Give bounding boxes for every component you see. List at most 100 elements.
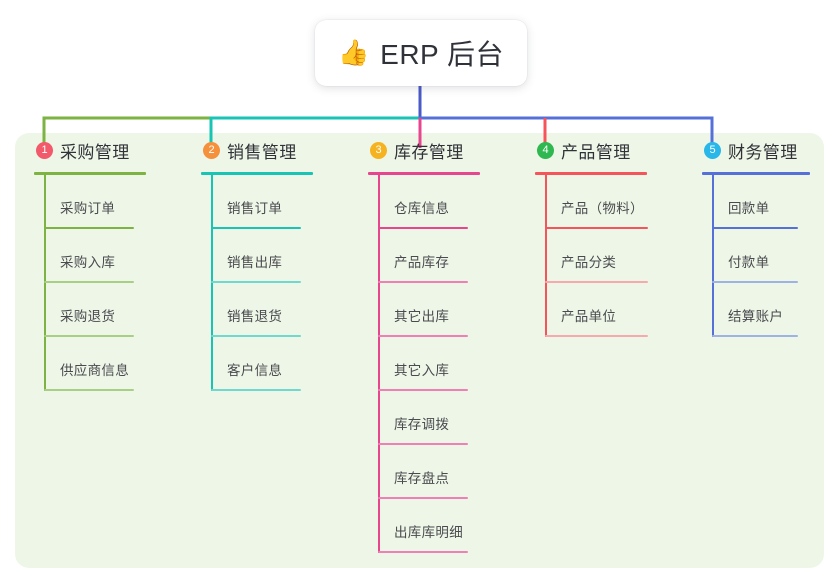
branch-header-underline — [702, 172, 810, 175]
branch-item[interactable]: 客户信息 — [201, 337, 313, 391]
branch-item-underline — [545, 227, 648, 229]
branch-header-1[interactable]: 1 采购管理 — [34, 133, 146, 167]
branch-item-stem — [378, 337, 380, 391]
branch-item[interactable]: 库存盘点 — [368, 445, 480, 499]
branch-item-label: 出库库明细 — [394, 525, 463, 540]
branch-item[interactable]: 销售订单 — [201, 175, 313, 229]
branch-item-underline — [44, 281, 134, 283]
branch-item-list: 产品（物料） 产品分类产品单位 — [535, 175, 648, 337]
root-node-inner: 👍 ERP 后台 — [338, 33, 504, 73]
branch-item[interactable]: 回款单 — [702, 175, 810, 229]
branch-item[interactable]: 其它入库 — [368, 337, 480, 391]
branch-title: 销售管理 — [227, 142, 297, 162]
branch-item[interactable]: 产品（物料） — [535, 175, 648, 229]
branch-title: 产品管理 — [561, 142, 631, 162]
branch-item-label: 其它出库 — [394, 309, 450, 324]
branch-item-label: 付款单 — [728, 255, 770, 270]
branch-item-stem — [211, 229, 213, 283]
branch-item-stem — [44, 283, 46, 337]
branch-item-stem — [378, 229, 380, 283]
root-node-card[interactable]: 👍 ERP 后台 — [315, 20, 527, 86]
branch-item-label: 销售退货 — [227, 309, 283, 324]
branch-item[interactable]: 库存调拨 — [368, 391, 480, 445]
branch-title: 采购管理 — [60, 142, 130, 162]
branch-column-5: 5 财务管理回款单付款单结算账户 — [702, 133, 810, 337]
branch-item-label: 产品单位 — [561, 309, 617, 324]
branch-item-underline — [378, 389, 468, 391]
branch-item-underline — [378, 443, 468, 445]
branch-item[interactable]: 采购订单 — [34, 175, 146, 229]
branch-item-stem — [712, 175, 714, 229]
branch-item-label: 仓库信息 — [394, 201, 450, 216]
branch-item[interactable]: 采购退货 — [34, 283, 146, 337]
branch-item[interactable]: 采购入库 — [34, 229, 146, 283]
branch-item[interactable]: 其它出库 — [368, 283, 480, 337]
branch-item-label: 回款单 — [728, 201, 770, 216]
branch-item-label: 客户信息 — [227, 363, 283, 378]
branch-item-list: 仓库信息产品库存其它出库其它入库库存调拨库存盘点出库库明细 — [368, 175, 480, 553]
branch-item-stem — [44, 229, 46, 283]
branch-title: 财务管理 — [728, 142, 798, 162]
branch-item-label: 销售订单 — [227, 201, 283, 216]
branch-number-badge: 3 — [370, 141, 387, 159]
branch-item[interactable]: 销售退货 — [201, 283, 313, 337]
branch-item-stem — [211, 283, 213, 337]
branch-item-label: 供应商信息 — [60, 363, 129, 378]
branch-item-underline — [44, 227, 134, 229]
branch-item-stem — [712, 283, 714, 337]
branch-item-underline — [211, 281, 301, 283]
branch-item-stem — [378, 499, 380, 553]
thumbs-up-icon: 👍 — [338, 39, 370, 67]
branch-item-label: 销售出库 — [227, 255, 283, 270]
branch-item-label: 产品库存 — [394, 255, 450, 270]
branch-item-underline — [712, 335, 798, 337]
branch-item[interactable]: 产品分类 — [535, 229, 648, 283]
branch-item-underline — [44, 389, 134, 391]
branch-item-stem — [378, 445, 380, 499]
branch-item-label: 库存调拨 — [394, 417, 450, 432]
branch-item-stem — [378, 391, 380, 445]
branch-item-underline — [378, 227, 468, 229]
branch-column-1: 1 采购管理采购订单采购入库采购退货供应商信息 — [34, 133, 146, 391]
branch-item-underline — [378, 335, 468, 337]
branch-number-badge: 5 — [704, 141, 721, 159]
branch-item-stem — [545, 229, 547, 283]
branch-item-label: 结算账户 — [728, 309, 784, 324]
branch-item-underline — [378, 497, 468, 499]
branch-item-stem — [545, 283, 547, 337]
branch-item[interactable]: 供应商信息 — [34, 337, 146, 391]
branch-item[interactable]: 产品单位 — [535, 283, 648, 337]
branch-header-underline — [201, 172, 313, 175]
branch-header-5[interactable]: 5 财务管理 — [702, 133, 810, 167]
branch-item-underline — [712, 227, 798, 229]
branch-item[interactable]: 付款单 — [702, 229, 810, 283]
branch-item-underline — [545, 335, 648, 337]
branch-item[interactable]: 产品库存 — [368, 229, 480, 283]
branch-item-underline — [211, 335, 301, 337]
branch-item[interactable]: 仓库信息 — [368, 175, 480, 229]
branch-item-label: 其它入库 — [394, 363, 450, 378]
branch-item-underline — [44, 335, 134, 337]
branch-number-badge: 1 — [36, 141, 53, 159]
branch-item-underline — [712, 281, 798, 283]
branch-item-label: 产品（物料） — [561, 201, 644, 216]
branch-item[interactable]: 结算账户 — [702, 283, 810, 337]
root-node-title: ERP 后台 — [380, 39, 504, 70]
branch-header-underline — [34, 172, 146, 175]
branch-item-underline — [378, 281, 468, 283]
branch-item-stem — [44, 337, 46, 391]
branch-item[interactable]: 出库库明细 — [368, 499, 480, 553]
branch-header-underline — [368, 172, 480, 175]
branch-item[interactable]: 销售出库 — [201, 229, 313, 283]
branch-item-label: 采购退货 — [60, 309, 116, 324]
content-panel — [15, 133, 824, 568]
branch-item-stem — [378, 175, 380, 229]
